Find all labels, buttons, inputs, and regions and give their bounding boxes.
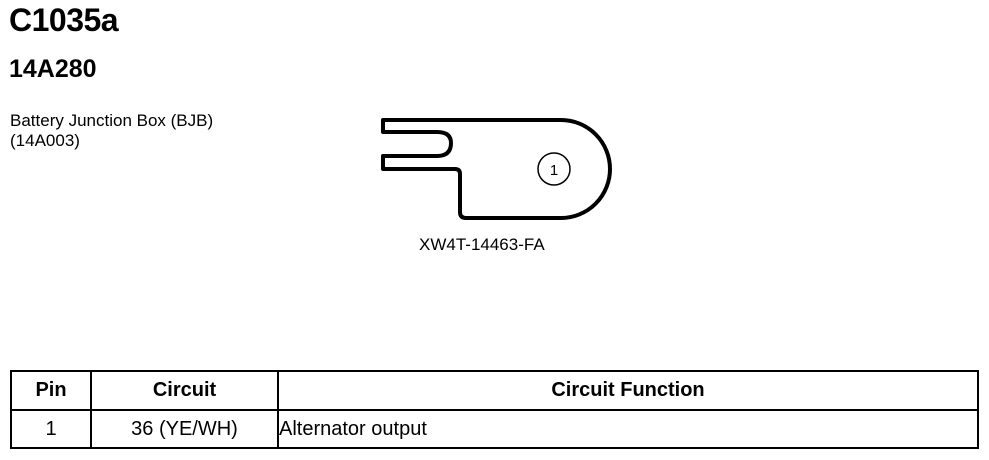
pin-callout-number: 1: [550, 162, 558, 179]
table-row: 1 36 (YE/WH) Alternator output: [10, 409, 979, 449]
connector-id-title: C1035a: [9, 2, 119, 38]
header-circuit-function: Circuit Function: [277, 370, 979, 411]
pin-callout-circle: [537, 152, 571, 186]
location-part-number: (14A003): [10, 131, 80, 150]
ring-terminal-diagram: 1: [381, 118, 612, 220]
header-circuit: Circuit: [90, 370, 279, 411]
location-name: Battery Junction Box (BJB): [10, 111, 214, 130]
ring-terminal-outline: [381, 118, 612, 220]
part-number-title: 14A280: [9, 55, 97, 83]
cell-pin: 1: [10, 409, 92, 449]
cell-circuit-function: Alternator output: [277, 409, 979, 449]
component-location: Battery Junction Box (BJB) (14A003): [10, 111, 213, 151]
cell-circuit: 36 (YE/WH): [90, 409, 279, 449]
figure-code-label: XW4T-14463-FA: [419, 235, 545, 254]
header-pin: Pin: [10, 370, 92, 411]
pinout-table: Pin Circuit Circuit Function 1 36 (YE/WH…: [10, 370, 979, 449]
table-header-row: Pin Circuit Circuit Function: [10, 370, 979, 411]
